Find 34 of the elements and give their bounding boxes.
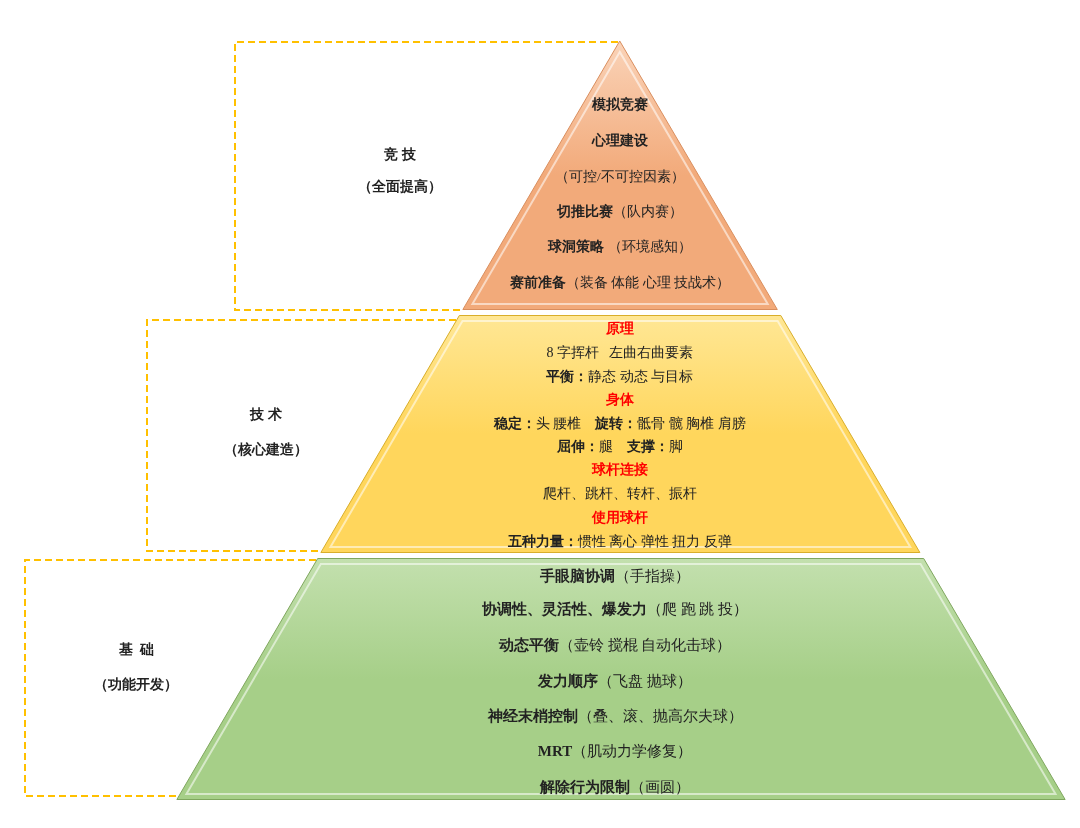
item-text: 爬杆、跳杆、转杆、振杆: [543, 485, 697, 503]
dashed-frame: [146, 319, 457, 552]
item-text: 解除行为限制（画圆）: [540, 778, 690, 796]
item-text: （可控/不可控因素）: [555, 168, 685, 186]
section-heading: 身体: [606, 391, 634, 409]
category-label: 技 术: [250, 406, 282, 424]
item-text: 屈伸：腿 支撑：脚: [557, 438, 683, 456]
category-label: （核心建造）: [224, 441, 308, 459]
item-text: 心理建设: [592, 132, 648, 150]
item-text: 五种力量：惯性 离心 弹性 扭力 反弹: [508, 533, 732, 551]
item-text: 协调性、灵活性、爆发力（爬 跑 跳 投）: [481, 600, 749, 618]
item-text: 球洞策略 （环境感知）: [548, 238, 692, 256]
section-heading: 使用球杆: [592, 509, 648, 527]
item-text: MRT（肌动力学修复）: [537, 742, 693, 760]
item-text: 稳定：头 腰椎 旋转：骶骨 髋 胸椎 肩膀: [494, 415, 746, 433]
item-text: 平衡：静态 动态 与目标: [546, 368, 694, 386]
section-heading: 原理: [606, 320, 634, 338]
category-label: 竞 技: [384, 146, 416, 164]
dashed-frame: [24, 559, 317, 797]
item-text: 模拟竞赛: [592, 96, 648, 114]
item-text: 发力顺序（飞盘 抛球）: [538, 672, 692, 690]
item-text: 神经末梢控制（叠、滚、抛高尔夫球）: [487, 707, 743, 725]
item-text: 手眼脑协调（手指操）: [540, 567, 690, 585]
category-label: 基 础: [118, 641, 154, 659]
category-label: （功能开发）: [94, 676, 178, 694]
item-text: 赛前准备（装备 体能 心理 技战术）: [509, 274, 731, 292]
pyramid-tier: [462, 40, 779, 310]
item-text: 动态平衡（壶铃 搅棍 自动化击球）: [498, 636, 732, 654]
item-text: 8 字挥杆 左曲右曲要素: [546, 344, 694, 362]
category-label: （全面提高）: [358, 178, 442, 196]
pyramid-tier: [320, 315, 922, 553]
section-heading: 球杆连接: [592, 461, 648, 479]
item-text: 切推比赛（队内赛）: [557, 203, 683, 221]
pyramid-tier: [176, 558, 1066, 800]
